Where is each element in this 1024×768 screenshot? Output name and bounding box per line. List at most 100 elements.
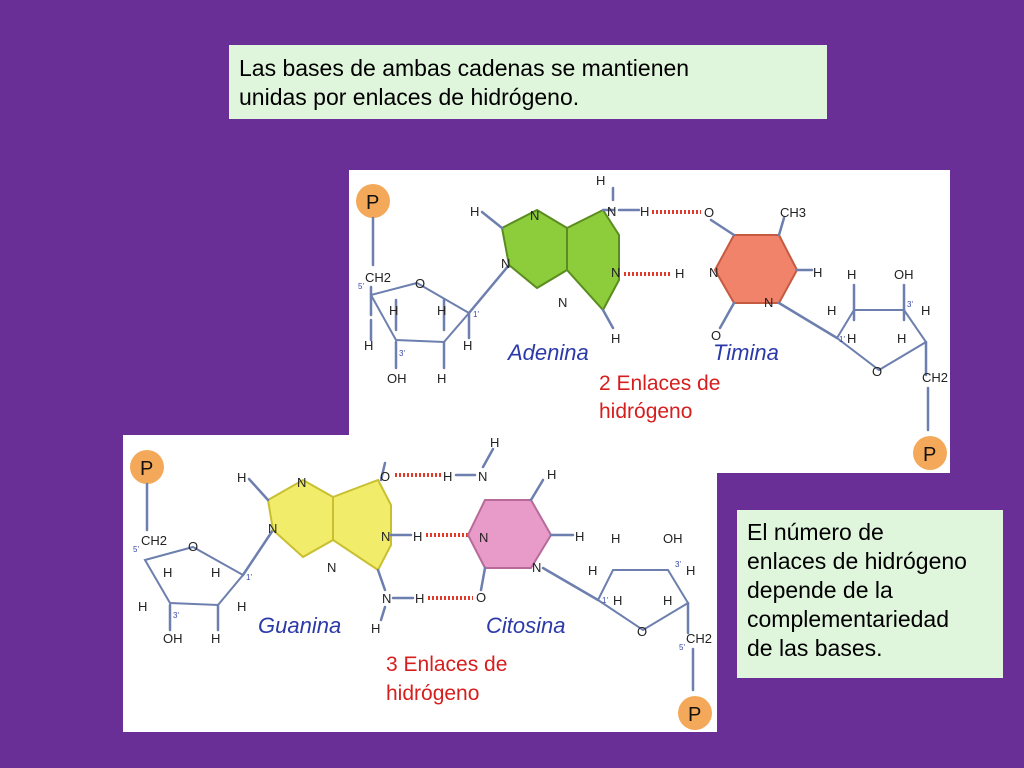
top-note-line-2: unidas por enlaces de hidrógeno. bbox=[239, 84, 580, 110]
guanine-label: Guanina bbox=[258, 613, 341, 638]
svg-text:N: N bbox=[327, 560, 336, 575]
svg-text:N: N bbox=[532, 560, 541, 575]
right-note-line-3: depende de la bbox=[747, 577, 893, 603]
svg-text:O: O bbox=[704, 205, 714, 220]
svg-text:O: O bbox=[380, 469, 390, 484]
svg-text:H: H bbox=[897, 331, 906, 346]
svg-text:H: H bbox=[163, 565, 172, 580]
ch2-label: CH2 bbox=[365, 270, 391, 285]
svg-text:N: N bbox=[268, 521, 277, 536]
svg-text:H: H bbox=[663, 593, 672, 608]
svg-text:1': 1' bbox=[246, 573, 252, 582]
svg-text:H: H bbox=[211, 565, 220, 580]
svg-text:5': 5' bbox=[133, 545, 139, 554]
sugar-oxygen-label: O bbox=[188, 539, 198, 554]
svg-text:H: H bbox=[847, 267, 856, 282]
bond-count-line-1: 2 Enlaces de bbox=[599, 372, 720, 395]
svg-text:H: H bbox=[611, 331, 620, 346]
svg-text:3': 3' bbox=[907, 300, 913, 309]
svg-text:OH: OH bbox=[894, 267, 914, 282]
svg-text:H: H bbox=[443, 469, 452, 484]
svg-text:H: H bbox=[211, 631, 220, 646]
svg-text:H: H bbox=[463, 338, 472, 353]
thymine-label: Timina bbox=[713, 340, 779, 365]
svg-text:H: H bbox=[415, 591, 424, 606]
svg-text:N: N bbox=[479, 530, 488, 545]
phosphate-icon bbox=[913, 436, 947, 470]
svg-text:H: H bbox=[437, 371, 446, 386]
phosphate-icon bbox=[356, 184, 390, 218]
svg-text:H: H bbox=[813, 265, 822, 280]
guanine-cytosine-diagram: P CH2 5' O H H H H 3' 1' OH H N N N N H … bbox=[130, 435, 712, 730]
hydroxyl-label: OH bbox=[387, 371, 407, 386]
thymine-ring bbox=[713, 234, 799, 304]
adenine-thymine-panel: P CH2 5' O H H H OH 3' H H 1' N N N N H … bbox=[349, 170, 950, 473]
svg-text:3': 3' bbox=[399, 349, 405, 358]
bond-count-line-2: hidrógeno bbox=[599, 400, 692, 423]
svg-text:H: H bbox=[437, 303, 446, 318]
phosphate-label: P bbox=[923, 444, 936, 466]
svg-text:N: N bbox=[530, 208, 539, 223]
svg-text:H: H bbox=[675, 266, 684, 281]
svg-text:1': 1' bbox=[839, 335, 845, 344]
svg-text:H: H bbox=[686, 563, 695, 578]
svg-text:CH2: CH2 bbox=[922, 370, 948, 385]
svg-text:H: H bbox=[138, 599, 147, 614]
right-note-line-4: complementariedad bbox=[747, 606, 950, 632]
svg-text:N: N bbox=[611, 265, 620, 280]
svg-text:O: O bbox=[637, 624, 647, 639]
svg-text:3': 3' bbox=[675, 560, 681, 569]
svg-text:H: H bbox=[847, 331, 856, 346]
svg-text:N: N bbox=[382, 591, 391, 606]
right-note-line-1: El número de bbox=[747, 519, 884, 545]
guanine-cytosine-panel: P CH2 5' O H H H H 3' 1' OH H N N N N H … bbox=[123, 435, 717, 732]
svg-text:H: H bbox=[364, 338, 373, 353]
svg-text:1': 1' bbox=[473, 310, 479, 319]
svg-text:O: O bbox=[476, 590, 486, 605]
bond-count-line-2: hidrógeno bbox=[386, 682, 479, 705]
svg-text:H: H bbox=[490, 435, 499, 450]
prime-5: 5' bbox=[358, 282, 364, 291]
svg-text:H: H bbox=[596, 173, 605, 188]
right-note-line-2: enlaces de hidrógeno bbox=[747, 548, 967, 574]
hydroxyl-label: OH bbox=[163, 631, 183, 646]
sugar-oxygen-label: O bbox=[415, 276, 425, 291]
svg-text:1': 1' bbox=[602, 596, 608, 605]
svg-text:H: H bbox=[613, 593, 622, 608]
phosphate-icon bbox=[678, 696, 712, 730]
right-note-line-5: de las bases. bbox=[747, 635, 883, 661]
svg-text:H: H bbox=[371, 621, 380, 636]
svg-text:H: H bbox=[575, 529, 584, 544]
svg-text:H: H bbox=[588, 563, 597, 578]
phosphate-label: P bbox=[366, 192, 379, 214]
top-note: Las bases de ambas cadenas se mantienen … bbox=[229, 45, 827, 119]
svg-text:H: H bbox=[413, 529, 422, 544]
svg-text:H: H bbox=[921, 303, 930, 318]
phosphate-label: P bbox=[140, 458, 153, 480]
svg-text:H: H bbox=[611, 531, 620, 546]
svg-text:N: N bbox=[558, 295, 567, 310]
svg-text:H: H bbox=[389, 303, 398, 318]
svg-text:N: N bbox=[764, 295, 773, 310]
svg-text:3': 3' bbox=[173, 611, 179, 620]
svg-text:CH2: CH2 bbox=[686, 631, 712, 646]
adenine-thymine-diagram: P CH2 5' O H H H OH 3' H H 1' N N N N H … bbox=[356, 173, 948, 470]
svg-text:H: H bbox=[640, 204, 649, 219]
svg-text:H: H bbox=[237, 599, 246, 614]
svg-text:N: N bbox=[297, 475, 306, 490]
svg-text:H: H bbox=[827, 303, 836, 318]
ch2-label: CH2 bbox=[141, 533, 167, 548]
svg-text:N: N bbox=[381, 529, 390, 544]
right-note: El número de enlaces de hidrógeno depend… bbox=[737, 510, 1003, 678]
phosphate-icon bbox=[130, 450, 164, 484]
svg-text:OH: OH bbox=[663, 531, 683, 546]
svg-text:O: O bbox=[711, 328, 721, 343]
svg-text:N: N bbox=[501, 256, 510, 271]
guanine-ring bbox=[266, 478, 334, 559]
svg-text:5': 5' bbox=[679, 643, 685, 652]
methyl-label: CH3 bbox=[780, 205, 806, 220]
svg-text:H: H bbox=[470, 204, 479, 219]
svg-text:H: H bbox=[237, 470, 246, 485]
svg-text:O: O bbox=[872, 364, 882, 379]
top-note-line-1: Las bases de ambas cadenas se mantienen bbox=[239, 55, 690, 81]
